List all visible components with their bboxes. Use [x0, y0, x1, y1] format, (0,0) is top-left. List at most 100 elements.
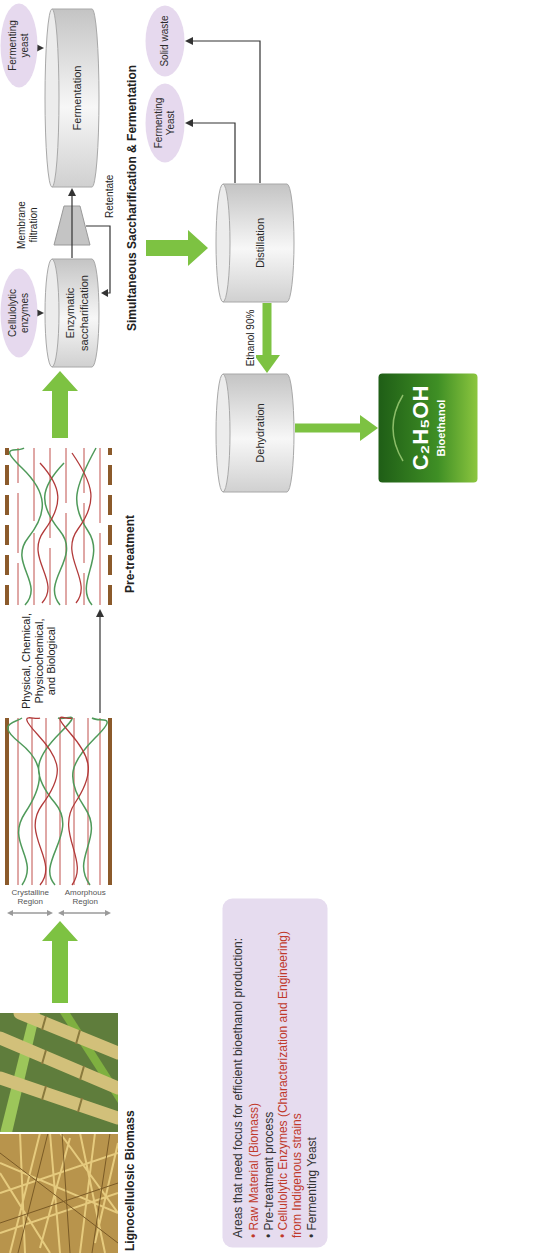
- node-content: Distillation: [254, 193, 267, 293]
- arrow-head: [360, 415, 378, 441]
- hemicellulose-strands: [8, 717, 107, 885]
- caption-label: Pre-treatment: [124, 453, 138, 593]
- node-text: Areas that need focus for efficient bioe…: [231, 908, 245, 1238]
- fiber-bar: [108, 448, 112, 605]
- sugarcane-leaf: [0, 1013, 40, 1133]
- product-box: C₂H₅OHBioethanol: [378, 373, 478, 483]
- cylinder-cap: [216, 184, 230, 302]
- caption-label: Lignocellulosic Biomass: [124, 1011, 138, 1251]
- arrow-head: [68, 188, 76, 196]
- edge-label: Ethanol 90%: [245, 308, 257, 368]
- connector: [185, 119, 235, 183]
- region-arrow-line: [63, 912, 106, 914]
- ellipse-outline: [1, 4, 38, 88]
- connector-line: [192, 41, 260, 183]
- node-text: • Cellulolytic Enzymes (Characterization…: [276, 908, 305, 1238]
- ellipse-outline: [146, 84, 185, 163]
- fiber-bar: [5, 718, 9, 885]
- node-content: Fermenting Yeast: [153, 94, 177, 152]
- process-cylinder: Distillation: [215, 183, 295, 303]
- caption-label: Simultaneous Saccharification & Fermenta…: [126, 3, 140, 331]
- region-label: Amorphous Region: [61, 888, 109, 906]
- photo-divider: [0, 1132, 118, 1134]
- process-arrow: [42, 371, 78, 438]
- connector-line: [295, 424, 361, 433]
- retentate-head: [101, 289, 108, 297]
- note-box: Areas that need focus for efficient bioe…: [222, 898, 328, 1248]
- output-ellipse: Solid waste: [145, 5, 185, 77]
- connector: [185, 37, 260, 183]
- node-text: • Raw Material (Biomass): [247, 908, 261, 1238]
- region-arrow-head: [105, 910, 111, 916]
- treatment-arrow: [96, 609, 104, 713]
- sugarcane-ground: [0, 1013, 118, 1133]
- node-content: Dehydration: [254, 383, 267, 483]
- node-text: Cellulolytic enzymes: [7, 280, 31, 346]
- node-text: Enzymatic saccharification: [64, 266, 90, 360]
- cylinder-body: [223, 184, 294, 302]
- node-text: Fermentation: [71, 18, 84, 178]
- node-text: Solid waste: [159, 15, 171, 67]
- note-ground: [223, 899, 328, 1248]
- node-text: Fermenting yeast: [7, 15, 31, 76]
- liquid-splash: [393, 395, 403, 461]
- node-text: Dehydration: [254, 383, 267, 483]
- hemicellulose-strands: [10, 448, 96, 605]
- fiber-bar: [108, 718, 112, 885]
- flow-arrow: [295, 415, 378, 441]
- ellipse-outline: [1, 269, 38, 358]
- biomass-photo: [0, 1013, 118, 1253]
- connector: [68, 188, 76, 258]
- straw-shadows: [0, 1133, 118, 1253]
- caption-label: Membrane filtration: [16, 187, 39, 263]
- pretreated-fiber: [7, 448, 110, 605]
- node-content: Fermentation: [71, 18, 84, 178]
- connector-line: [263, 303, 272, 356]
- connector-line: [192, 123, 235, 183]
- sugarcane-stalks: [0, 1013, 118, 1118]
- process-cylinder: Dehydration: [215, 373, 295, 493]
- node-content: Cellulolytic enzymes: [7, 280, 31, 346]
- product-ground: [379, 374, 478, 483]
- ellipse-outline: [146, 6, 185, 77]
- arrow-head: [185, 119, 193, 127]
- region-arrows: [7, 910, 111, 916]
- crystalline-fiber: [5, 717, 112, 885]
- region-arrow-line: [12, 912, 48, 914]
- cylinder-cap: [216, 374, 230, 492]
- straw-ground: [0, 1133, 118, 1253]
- node-text: Fermenting Yeast: [153, 94, 177, 152]
- process-cylinder: Enzymatic saccharification: [44, 258, 100, 368]
- node-content: Areas that need focus for efficient bioe…: [231, 908, 319, 1238]
- region-arrow-head: [7, 910, 13, 916]
- cylinder-body: [223, 374, 294, 492]
- region-arrow-head: [47, 910, 53, 916]
- connector-line: [71, 195, 72, 258]
- treatment-arrow-line: [99, 616, 100, 713]
- process-arrow: [146, 230, 208, 266]
- cylinder-cap: [45, 259, 59, 367]
- input-ellipse: Fermenting yeast: [0, 3, 38, 88]
- sugarcane-nodes: [42, 1016, 84, 1112]
- node-content: Fermenting yeast: [7, 15, 31, 76]
- node-text: Distillation: [254, 193, 267, 293]
- caption-label: Physical, Chemical, Physicochemical, and…: [20, 612, 58, 710]
- lignin-strands: [38, 453, 91, 603]
- process-arrow: [42, 921, 78, 1003]
- cellulose-strands: [18, 718, 100, 885]
- arrow-head: [185, 37, 193, 45]
- arrow-head: [254, 355, 280, 373]
- input-ellipse: Cellulolytic enzymes: [0, 268, 38, 358]
- node-text: C₂H₅OH: [408, 381, 434, 475]
- caption-label: Retentate: [104, 148, 116, 218]
- region-arrow-head: [58, 910, 64, 916]
- region-label: Crystalline Region: [6, 888, 54, 906]
- flow-arrow: [254, 303, 280, 373]
- node-content: Enzymatic saccharification: [64, 266, 90, 360]
- node-content: Solid waste: [159, 15, 171, 67]
- node-content: C₂H₅OHBioethanol: [408, 381, 448, 475]
- node-text: • Fermenting Yeast: [305, 908, 319, 1238]
- cylinder-cap: [45, 9, 59, 187]
- process-cylinder: Fermentation: [44, 8, 100, 188]
